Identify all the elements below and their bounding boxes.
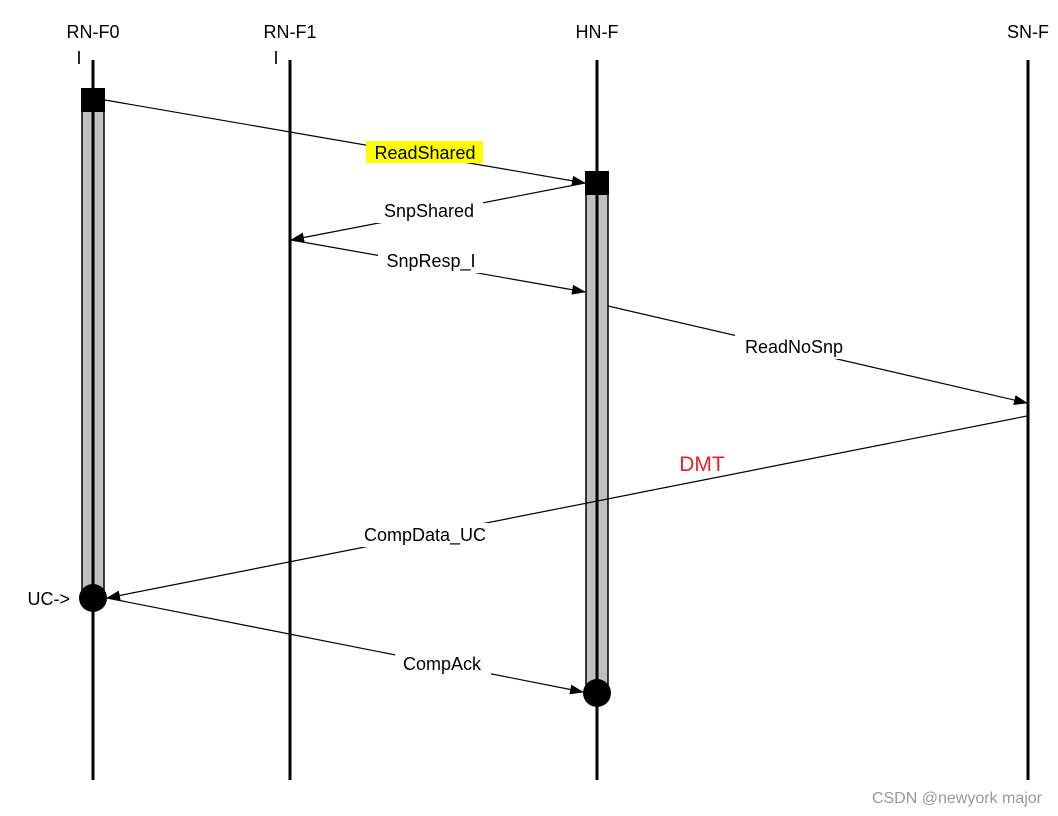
end-marker-rnf0	[79, 584, 107, 612]
message-label-compack: CompAck	[403, 654, 482, 674]
message-arrow-readshared	[104, 99, 586, 186]
participant-state-rnf1: I	[273, 48, 278, 68]
readshared-highlight	[366, 141, 483, 163]
label-bg-snpresp	[378, 249, 484, 273]
dmt-annotation: DMT	[679, 453, 725, 476]
label-bg-snpshared	[375, 199, 483, 223]
message-label-readnosnp: ReadNoSnp	[745, 337, 843, 357]
label-bg-readnosnp	[735, 335, 853, 359]
message-label-compdata: CompData_UC	[364, 525, 486, 546]
start-marker-rnf0	[81, 88, 105, 112]
participant-name-rnf1: RN-F1	[264, 22, 317, 42]
message-label-snpresp: SnpResp_I	[386, 251, 475, 272]
participant-name-snf: SN-F	[1007, 22, 1049, 42]
label-bg-compack	[395, 652, 491, 676]
message-arrow-compdata	[106, 415, 1028, 601]
message-arrow-compack	[106, 597, 584, 695]
final-state-label: UC->	[27, 589, 70, 609]
end-marker-hnf	[583, 679, 611, 707]
message-label-snpshared: SnpShared	[384, 201, 474, 221]
watermark: CSDN @newyork major	[872, 790, 1043, 807]
participant-name-rnf0: RN-F0	[67, 22, 120, 42]
start-marker-hnf	[585, 171, 609, 195]
participant-state-rnf0: I	[76, 48, 81, 68]
message-label-readshared: ReadShared	[374, 143, 475, 163]
label-bg-compdata	[352, 523, 498, 547]
participant-name-hnf: HN-F	[576, 22, 619, 42]
